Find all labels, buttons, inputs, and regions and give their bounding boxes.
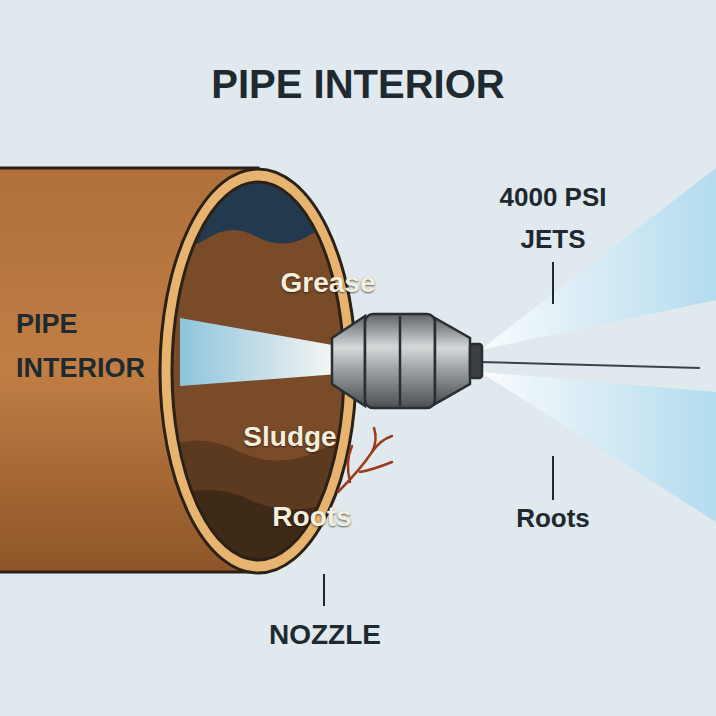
diagram-title: PIPE INTERIOR [38,60,678,108]
leader-line [323,574,325,606]
part-label: Roots [478,503,628,534]
part-label: 4000 PSI JETS [478,176,628,260]
layer-label: Grease [248,266,408,300]
rear-jet [180,318,338,386]
center-jet-line [480,362,700,368]
part-label: PIPE INTERIOR [16,302,166,390]
layer-label: Roots [232,500,392,534]
part-label: NOZZLE [225,618,425,652]
nozzle [332,314,482,408]
lower-jet [480,372,716,522]
layer-label: Sludge [210,420,370,454]
leader-line [552,262,554,304]
leader-line [552,456,554,500]
root-strands [338,428,392,492]
